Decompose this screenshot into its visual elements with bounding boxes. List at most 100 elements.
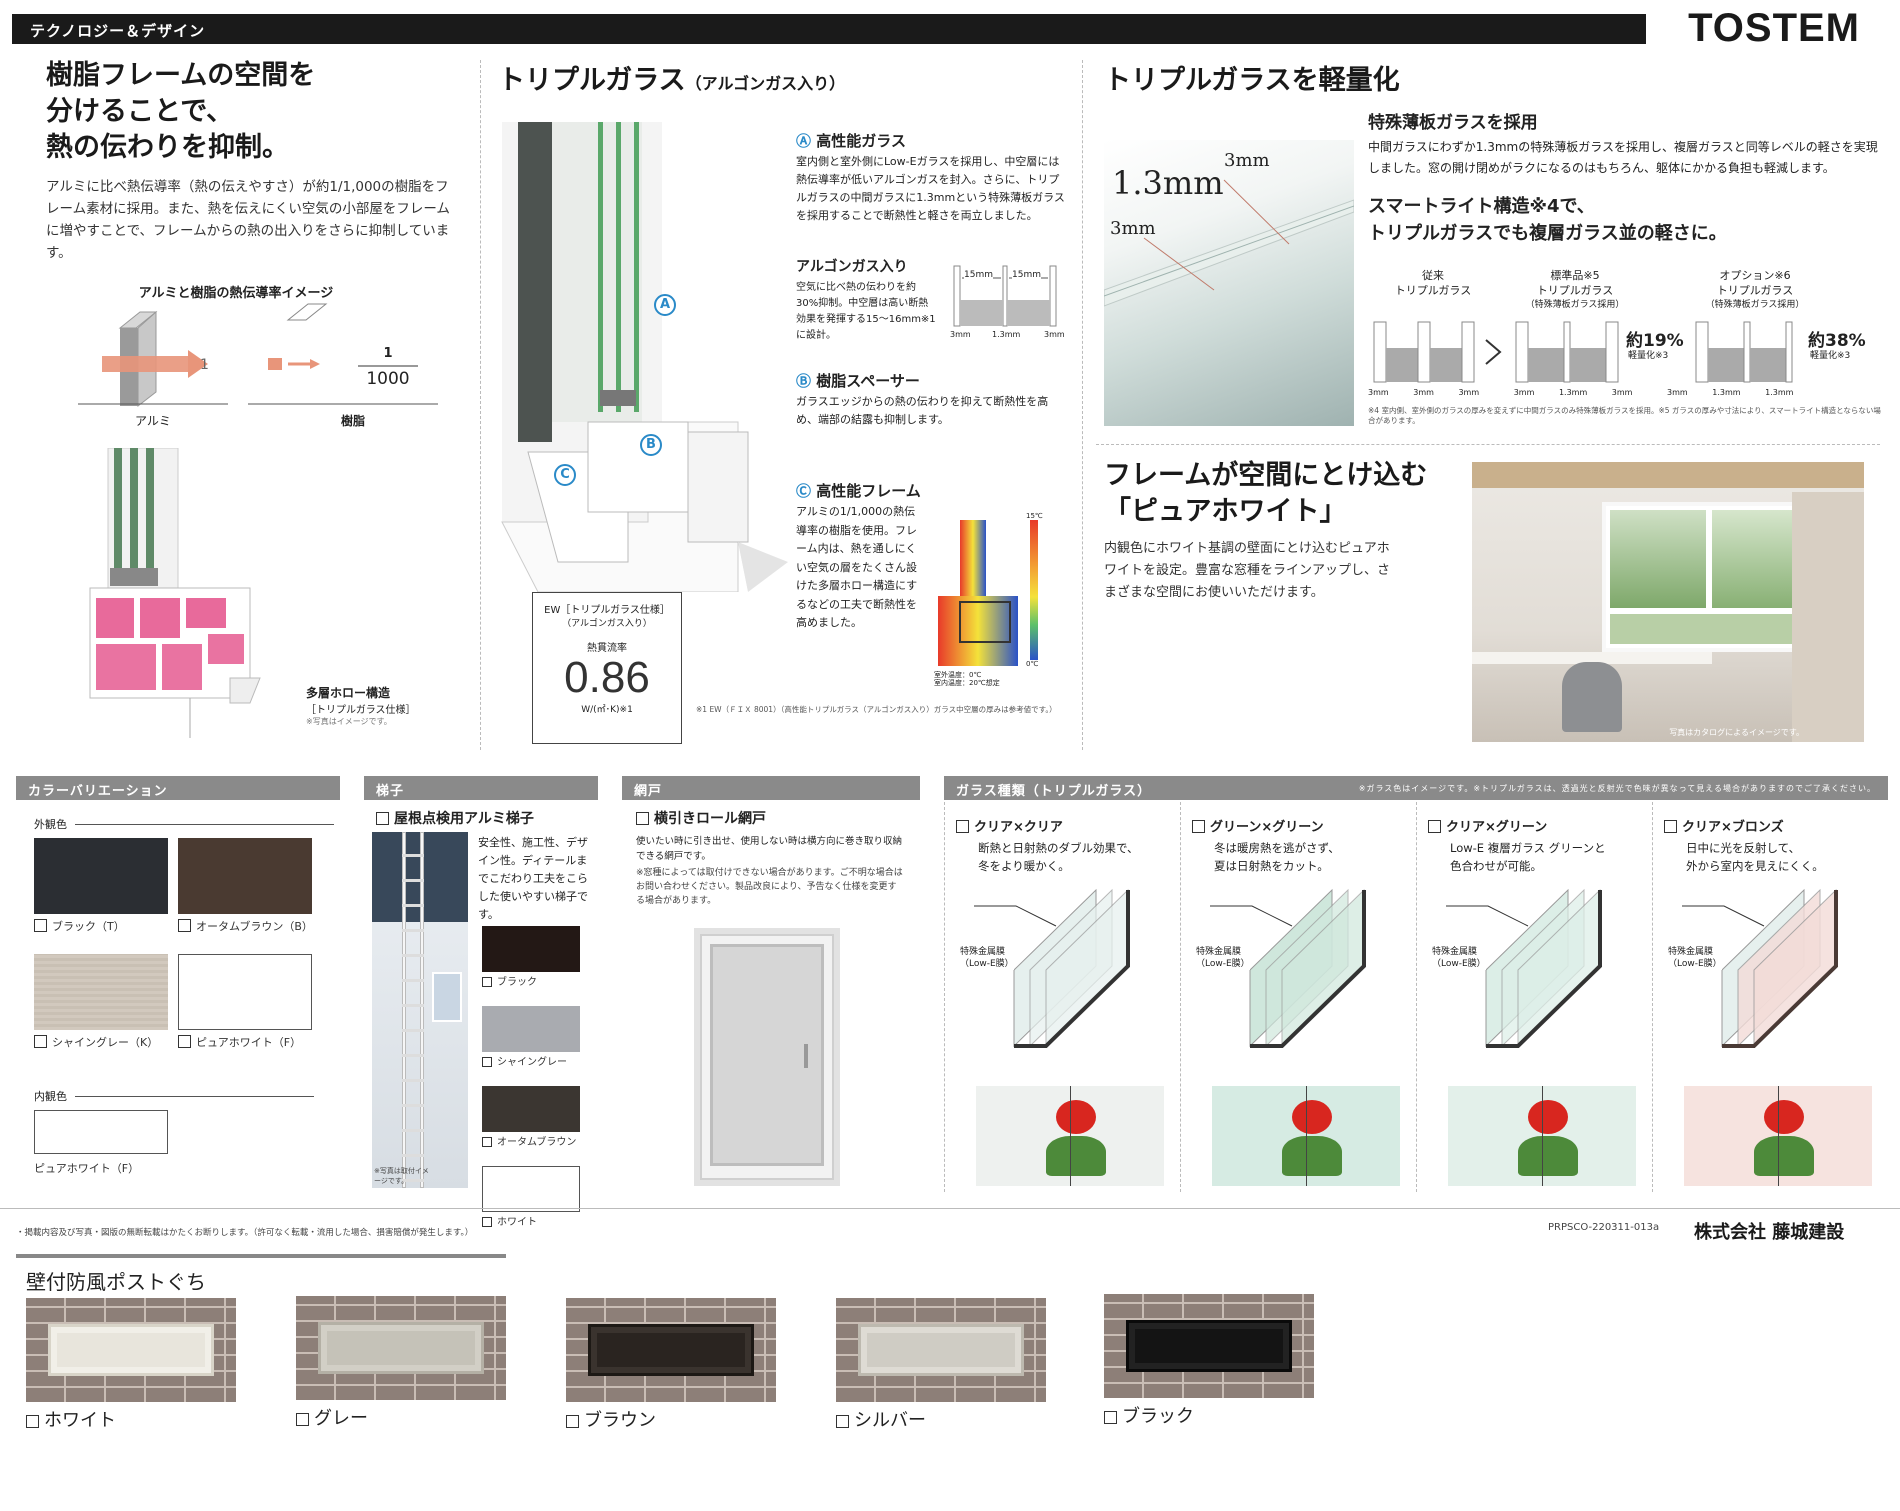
percent-19: 約19% (1626, 331, 1684, 351)
film-label: 特殊金属膜（Low-E膜） (1196, 946, 1250, 970)
feature-a-title: 高性能ガラス (816, 132, 906, 150)
post-slot (48, 1324, 214, 1376)
checkbox[interactable] (26, 1415, 39, 1428)
ladder-photo: ※写真は取付イメージです。 (372, 832, 468, 1188)
rule (75, 823, 334, 825)
feature-c-title: 高性能フレーム (816, 482, 921, 500)
checkbox[interactable] (376, 812, 389, 825)
film-text: 特殊金属膜 (1668, 947, 1714, 957)
window-view (1610, 614, 1808, 644)
pure-white-title: フレームが空間にとけ込む 「ピュアホワイト」 (1104, 458, 1427, 530)
dim: 3mm (1458, 388, 1480, 397)
ladder-swatch (482, 926, 580, 972)
catalog-code: PRPSCO-220311-013a (1548, 1222, 1660, 1233)
marker-b: B (640, 434, 662, 456)
chair (1562, 662, 1622, 732)
screen-title: 横引きロール網戸 (636, 808, 766, 828)
checkbox[interactable] (1428, 820, 1441, 833)
ew-title: EW［トリプルガラス仕様］ (544, 605, 670, 616)
flower-sample (1448, 1086, 1636, 1186)
thin-glass-body: 中間ガラスにわずか1.3mmの特殊薄板ガラスを採用し、複層ガラスと同等レベルの軽… (1368, 140, 1878, 175)
pure-title-line-2: 「ピュアホワイト」 (1104, 496, 1347, 527)
window-graphic (501, 122, 788, 593)
glass-layers-graphic (1104, 179, 1354, 307)
resin-numerator: 1 (383, 346, 393, 361)
flower (1764, 1100, 1804, 1134)
flower (1056, 1100, 1096, 1134)
checkbox[interactable] (636, 812, 649, 825)
dim: 1.3mm (1712, 388, 1741, 397)
glass-type-desc: 日中に光を反射して、外から室内を見えにくく。 (1686, 839, 1884, 875)
swatch-label: シャイングレー（K） (34, 1034, 168, 1050)
ladder-title: 屋根点検用アルミ梯子 (376, 808, 534, 828)
hollow-title: 多層ホロー構造 (306, 686, 391, 700)
feature-a-body: 室内側と室外側にLow-Eガラスを採用し、中空層には熱伝導率が低いアルゴンガスを… (796, 155, 1065, 222)
checkbox[interactable] (296, 1413, 309, 1426)
desc-line: Low-E 複層ガラス グリーンと (1450, 841, 1606, 855)
dim-3mm-top: 3mm (1224, 150, 1270, 171)
glass-type-desc: Low-E 複層ガラス グリーンと色合わせが可能。 (1450, 839, 1648, 875)
checkbox[interactable] (956, 820, 969, 833)
post-slot (588, 1324, 754, 1376)
post-label: ホワイト (26, 1406, 236, 1432)
post-photo (566, 1298, 776, 1402)
checkbox[interactable] (34, 1035, 47, 1048)
lightweight-title: トリプルガラスを軽量化 (1104, 65, 1400, 96)
comp-col-2: 標準品※5 トリプルガラス （特殊薄板ガラス採用） (1510, 268, 1640, 313)
post-photo (1104, 1294, 1314, 1398)
feature-b-body: ガラスエッジからの熱の伝わりを抑えて断熱性を高め、端部の結露も抑制します。 (796, 395, 1049, 426)
swatch (178, 954, 312, 1030)
ladder-photo-note: ※写真は取付イメージです。 (374, 1167, 429, 1185)
comp-col-1: 従来 トリプルガラス (1368, 268, 1498, 298)
checkbox[interactable] (1192, 820, 1205, 833)
int-color-heading: 内観色 (34, 1088, 314, 1104)
checkbox[interactable] (482, 1137, 492, 1147)
hollow-subtitle: ［トリプルガラス仕様］ (306, 705, 416, 716)
title-line: 樹脂フレームの空間を (46, 60, 316, 91)
divider (1652, 802, 1653, 1192)
checkbox[interactable] (34, 919, 47, 932)
ladder-header: 梯子 (364, 776, 598, 800)
checkbox[interactable] (178, 919, 191, 932)
disclaimer: ・掲載内容及び写真・図版の無断転載はかたくお断りします。（許可なく転載・流用した… (16, 1228, 474, 1238)
ladder-swatch-label: ブラック (482, 973, 580, 988)
dim: 3mm (1368, 388, 1389, 397)
checkbox[interactable] (1104, 1411, 1117, 1424)
swatch-name: ブラック（T） (52, 920, 125, 933)
screen-handle[interactable] (804, 1044, 808, 1068)
checkbox[interactable] (836, 1415, 849, 1428)
window-frame (1602, 502, 1812, 652)
dim: 1.3mm (1765, 388, 1794, 397)
marker-a: A (654, 294, 676, 316)
desk (1472, 652, 1712, 664)
flower-sample (1684, 1086, 1872, 1186)
swatch-int-white (34, 1110, 168, 1154)
comp-col-3: オプション※6 トリプルガラス （特殊薄板ガラス採用） (1690, 268, 1820, 313)
post-photo (296, 1296, 506, 1400)
checkbox[interactable] (178, 1035, 191, 1048)
checkbox[interactable] (482, 977, 492, 987)
feature-c-body: アルミの1/1,000の熱伝導率の樹脂を使用。フレーム内は、熱を通しにくい空気の… (796, 505, 918, 629)
marker-c-small: Ⓒ (796, 482, 812, 500)
post-item-silver: シルバー (836, 1298, 1046, 1432)
checkbox[interactable] (1664, 820, 1677, 833)
post-slot (1126, 1320, 1292, 1372)
glass-name: グリーン×グリーン (1210, 820, 1324, 835)
thermo-top-label: 15℃ (1026, 512, 1043, 520)
color-variation: 外観色 ブラック（T） オータムブラウン（B） シャイングレー（K） ピュアホワ… (34, 816, 334, 1175)
post-label: ブラック (1104, 1402, 1314, 1428)
checkbox[interactable] (482, 1057, 492, 1067)
dim: 3mm (1413, 388, 1434, 397)
dim: 3mm (1611, 388, 1633, 397)
glass-type-clear-bronze: クリア×ブロンズ 日中に光を反射して、外から室内を見えにくく。 特殊金属膜（Lo… (1664, 816, 1884, 1196)
checkbox[interactable] (566, 1415, 579, 1428)
ladder-swatch (482, 1166, 580, 1212)
window-view (1610, 510, 1706, 608)
split-line (1306, 1086, 1307, 1186)
ext-color-heading: 外観色 (34, 816, 334, 832)
split-line (1542, 1086, 1543, 1186)
checkbox[interactable] (482, 1217, 492, 1227)
post-item-gray: グレー (296, 1296, 506, 1430)
dim: 3mm (1667, 388, 1688, 397)
glass-name: クリア×グリーン (1446, 820, 1548, 835)
